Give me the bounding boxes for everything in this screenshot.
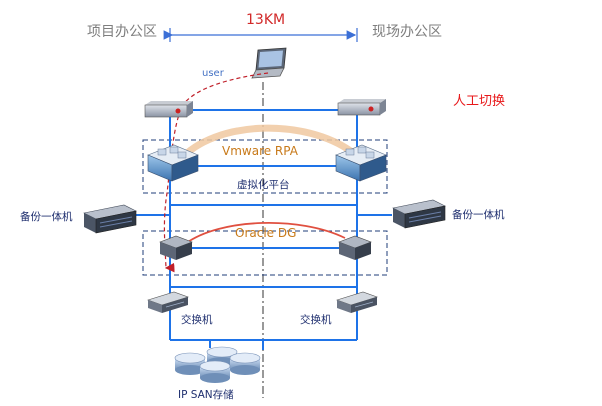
switch-right-label: 交换机 [300, 314, 332, 326]
right-office-label: 现场办公区 [372, 24, 442, 40]
distance-label: 13KM [246, 12, 286, 28]
vmware-rpa-label: Vmware RPA [222, 144, 298, 158]
virtualization-platform-group [142, 139, 388, 194]
virtualization-host-icon-left [147, 144, 199, 182]
backup-appliance-right-label: 备份一体机 [452, 209, 505, 221]
switch-left-label: 交换机 [181, 314, 213, 326]
user-label: user [202, 68, 224, 79]
backup-server-icon-right [392, 199, 446, 229]
database-server-icon-right [338, 235, 372, 260]
firewall-icon-left [144, 101, 193, 118]
storage-disks-icon [174, 346, 261, 383]
backup-server-icon-left [83, 204, 137, 234]
oracle-replication-arc [184, 222, 346, 245]
switch-icon-left [147, 291, 189, 313]
backup-appliance-left-label: 备份一体机 [20, 211, 73, 223]
virtualization-host-icon-right [335, 144, 387, 182]
laptop-icon [251, 47, 287, 79]
left-office-label: 项目办公区 [87, 24, 157, 40]
oracle-group [142, 230, 388, 276]
oracle-dg-label: Oracle DG [235, 226, 297, 240]
firewall-icon-right [337, 99, 386, 116]
manual-switch-label: 人工切换 [453, 94, 506, 109]
vmware-replication-arc [176, 124, 356, 164]
database-server-icon-left [159, 235, 193, 260]
ip-san-storage-label: IP SAN存储 [178, 389, 234, 401]
virtualization-platform-label: 虚拟化平台 [237, 179, 290, 191]
switch-icon-right [336, 291, 378, 313]
